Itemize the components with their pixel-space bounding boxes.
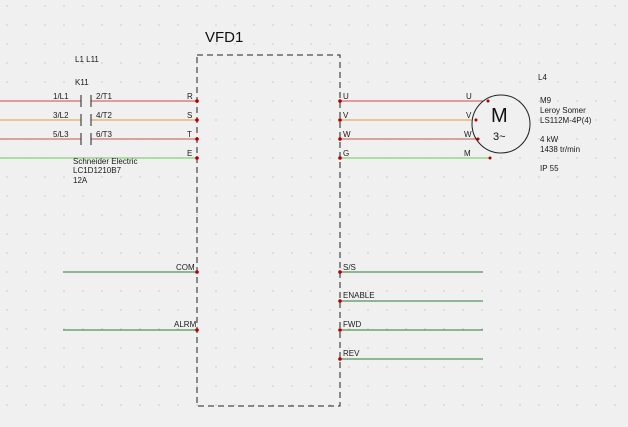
motor-protection: IP 55 bbox=[540, 164, 559, 173]
motor-letter: M bbox=[491, 105, 508, 127]
vfd-outline[interactable] bbox=[196, 54, 341, 407]
vfd-output-terminal-label: G bbox=[343, 149, 349, 158]
control-terminal-label: ENABLE bbox=[343, 291, 375, 300]
pole-out-label: 4/T2 bbox=[96, 111, 113, 120]
motor-model: LS112M-4P(4) bbox=[540, 116, 592, 125]
motor-line-label: L4 bbox=[538, 73, 547, 82]
vfd-output-terminal-label: W bbox=[343, 130, 351, 139]
vfd-output-terminal-label: U bbox=[343, 92, 349, 101]
control-terminal-label: S/S bbox=[343, 263, 356, 272]
pole-in-label: 5/L3 bbox=[53, 130, 69, 139]
supply-label: L1 L11 bbox=[75, 55, 99, 64]
vfd-input-terminal-label: S bbox=[187, 111, 192, 120]
vfd-input-terminal-label: T bbox=[187, 130, 192, 139]
control-terminal-label: REV bbox=[343, 349, 360, 358]
motor-terminal-label: W bbox=[464, 130, 472, 139]
vfd-output-terminal-label: V bbox=[343, 111, 349, 120]
motor-power: 4 kW bbox=[540, 135, 559, 144]
terminal-dots bbox=[195, 99, 492, 361]
control-terminal-label: ALRM bbox=[174, 320, 197, 329]
vfd-input-terminal-label: E bbox=[187, 149, 192, 158]
motor-symbol[interactable] bbox=[471, 94, 531, 154]
contactor-k11[interactable] bbox=[80, 95, 92, 145]
contactor-part: LC1D1210B7 bbox=[73, 166, 122, 175]
vfd-title: VFD1 bbox=[205, 29, 243, 46]
motor-phases: 3~ bbox=[493, 131, 506, 143]
motor-terminal-label: M bbox=[464, 149, 471, 158]
contactor-tag: K11 bbox=[75, 78, 89, 87]
motor-tag: M9 bbox=[540, 96, 552, 105]
control-terminal-label: COM bbox=[176, 263, 195, 272]
motor-terminal-label: V bbox=[466, 111, 472, 120]
pole-in-label: 1/L1 bbox=[53, 92, 69, 101]
pole-in-label: 3/L2 bbox=[53, 111, 69, 120]
vfd-input-terminal-label: R bbox=[187, 92, 193, 101]
motor-terminal-label: U bbox=[466, 92, 472, 101]
control-terminal-label: FWD bbox=[343, 320, 361, 329]
motor-speed: 1438 tr/min bbox=[540, 145, 580, 154]
contactor-manufacturer: Schneider Electric bbox=[73, 157, 137, 166]
motor-manufacturer: Leroy Somer bbox=[540, 106, 586, 115]
contactor-rating: 12A bbox=[73, 176, 88, 185]
pole-out-label: 6/T3 bbox=[96, 130, 113, 139]
pole-out-label: 2/T1 bbox=[96, 92, 113, 101]
